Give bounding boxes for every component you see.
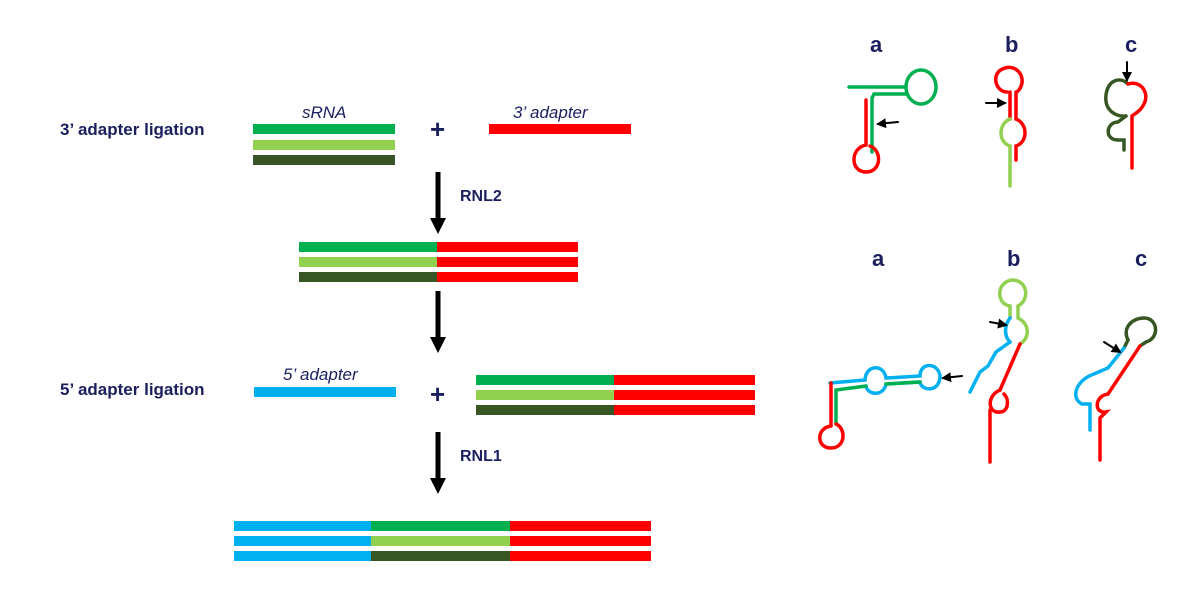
adapter5-strand xyxy=(254,387,396,397)
product1-dark-green xyxy=(299,272,437,282)
final-product xyxy=(234,521,651,561)
srna-strand-light-green xyxy=(253,140,395,150)
panel-top-a: a xyxy=(870,32,883,57)
product2-green xyxy=(476,375,614,385)
final-dark-green xyxy=(371,551,510,561)
ligated-product-2 xyxy=(476,375,755,415)
final-light-green xyxy=(371,536,510,546)
product2-red xyxy=(614,405,755,415)
final-red xyxy=(510,536,651,546)
structure-top-a xyxy=(847,68,938,174)
panel-bottom-b: b xyxy=(1007,246,1020,271)
adapter3-strand xyxy=(489,124,631,134)
product2-red xyxy=(614,390,755,400)
final-red xyxy=(510,551,651,561)
plus-sign-1: + xyxy=(430,114,445,144)
step2-label: 5’ adapter ligation xyxy=(60,380,205,399)
product1-green xyxy=(299,242,437,252)
adapter3-label: 3’ adapter xyxy=(513,103,589,122)
product1-red xyxy=(437,272,578,282)
plus-sign-2: + xyxy=(430,379,445,409)
panel-top-c: c xyxy=(1125,32,1137,57)
panel-bottom-a: a xyxy=(872,246,885,271)
panel-bottom-c: c xyxy=(1135,246,1147,271)
product2-red xyxy=(614,375,755,385)
srna-strand-green xyxy=(253,124,395,134)
product2-dark-green xyxy=(476,405,614,415)
product1-red xyxy=(437,257,578,267)
panel-top-b: b xyxy=(1005,32,1018,57)
enzyme-rnl2: RNL2 xyxy=(460,188,502,205)
final-green xyxy=(371,521,510,531)
srna-strand-dark-green xyxy=(253,155,395,165)
structure-bottom-a xyxy=(818,363,963,450)
srna-label: sRNA xyxy=(302,103,346,122)
product1-red xyxy=(437,242,578,252)
final-blue xyxy=(234,551,371,561)
product1-light-green xyxy=(299,257,437,267)
enzyme-rnl1: RNL1 xyxy=(460,448,502,465)
srna-strands xyxy=(253,124,395,165)
structure-top-b xyxy=(985,65,1027,188)
product2-light-green xyxy=(476,390,614,400)
final-blue xyxy=(234,536,371,546)
ligated-product-1 xyxy=(299,242,578,282)
structure-bottom-c xyxy=(1074,316,1158,462)
adapter5-label: 5’ adapter xyxy=(283,365,359,384)
step1-label: 3’ adapter ligation xyxy=(60,120,205,139)
structure-bottom-b xyxy=(968,278,1029,464)
final-blue xyxy=(234,521,371,531)
final-red xyxy=(510,521,651,531)
structure-top-c xyxy=(1104,61,1148,170)
